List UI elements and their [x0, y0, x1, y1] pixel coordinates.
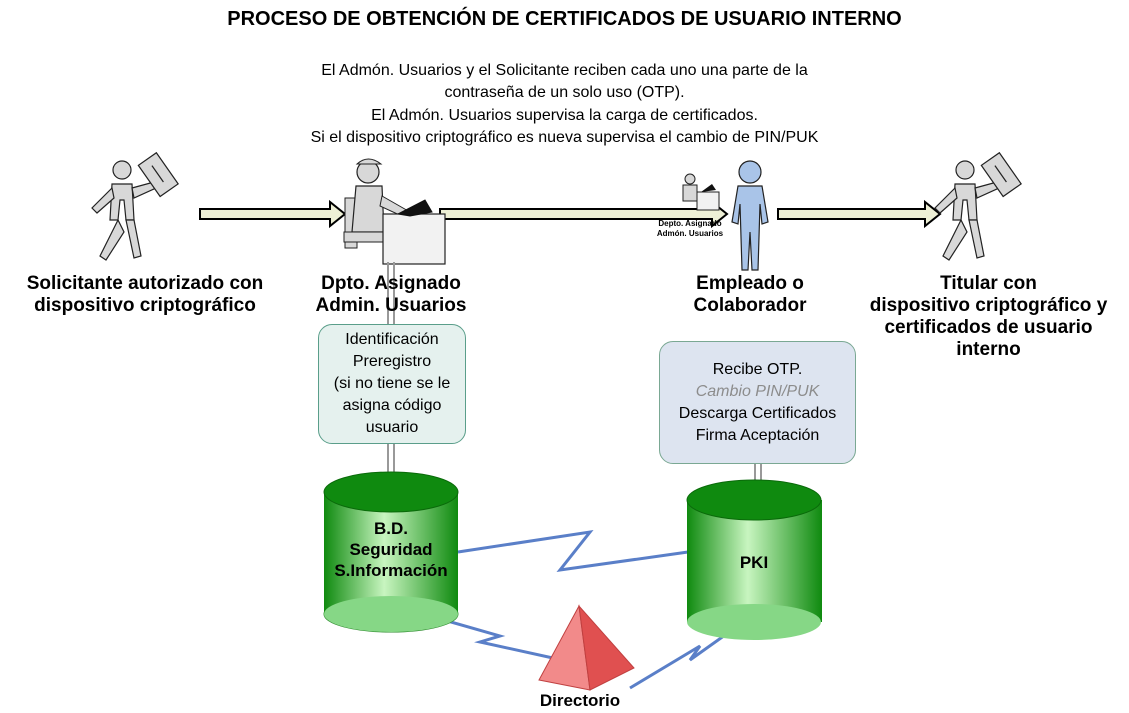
flow-arrow — [777, 199, 942, 229]
solicitante-figure — [91, 152, 179, 261]
label-line: Empleado o — [696, 273, 804, 294]
box-line: usuario — [365, 419, 419, 436]
label-line: Seguridad — [349, 540, 433, 559]
directorio-label: Directorio — [539, 691, 621, 710]
note-line: Si el dispositivo criptográfico es nueva… — [310, 129, 819, 146]
box-line-italic: Cambio PIN/PUK — [695, 382, 820, 400]
page-title: PROCESO DE OBTENCIÓN DE CERTIFICADOS DE … — [227, 8, 902, 30]
admin-desk-figure — [343, 158, 446, 265]
note-line: El Admón. Usuarios supervisa la carga de… — [371, 107, 758, 124]
note-line: El Admón. Usuarios y el Solicitante reci… — [321, 62, 808, 79]
box-line: Identificación — [345, 331, 439, 348]
identification-box: Identificación Preregistro (si no tiene … — [318, 324, 466, 444]
label-line: Depto. Asignado — [658, 219, 722, 228]
label-line: Admin. Usuarios — [315, 295, 467, 316]
actor-label-dpto: Dpto. Asignado Admin. Usuarios — [296, 273, 486, 317]
label-line: certificados de usuario — [884, 317, 1093, 338]
label-line: Dpto. Asignado — [321, 273, 461, 294]
small-admin-figure — [682, 173, 720, 211]
actor-label-titular: Titular con dispositivo criptográfico y … — [848, 273, 1129, 361]
box-line: Firma Aceptación — [695, 426, 820, 444]
actor-label-empleado: Empleado o Colaborador — [660, 273, 840, 317]
note-line: contraseña de un solo uso (OTP). — [444, 84, 685, 101]
label-line: S.Información — [334, 561, 448, 580]
titular-figure — [934, 152, 1022, 261]
box-line: asigna código — [342, 397, 442, 414]
box-line: Descarga Certificados — [678, 404, 837, 422]
directorio-pyramid-icon — [538, 604, 635, 691]
label-line: Solicitante autorizado con — [26, 273, 264, 294]
label-line: dispositivo criptográfico — [34, 295, 256, 316]
label-line: interno — [956, 339, 1021, 360]
label-line: dispositivo criptográfico y — [869, 295, 1108, 316]
pki-label: PKI — [739, 553, 769, 572]
empleado-figure — [731, 160, 769, 271]
flow-arrow — [199, 199, 347, 229]
download-box: Recibe OTP. Cambio PIN/PUK Descarga Cert… — [659, 341, 856, 464]
label-line: Colaborador — [693, 295, 807, 316]
bd-label: B.D. Seguridad S.Información — [318, 518, 464, 581]
label-line: Titular con — [940, 273, 1037, 294]
actor-label-solicitante: Solicitante autorizado con dispositivo c… — [0, 273, 290, 317]
box-line: (si no tiene se le — [333, 375, 451, 392]
box-line: Recibe OTP. — [712, 360, 803, 378]
small-dept-label: Depto. Asignado Admón. Usuarios — [645, 219, 735, 239]
bd-database-icon — [323, 471, 459, 633]
box-line: Preregistro — [352, 353, 432, 370]
pki-database-icon — [686, 479, 822, 640]
label-line: B.D. — [374, 519, 408, 538]
label-line: Admón. Usuarios — [656, 229, 724, 238]
